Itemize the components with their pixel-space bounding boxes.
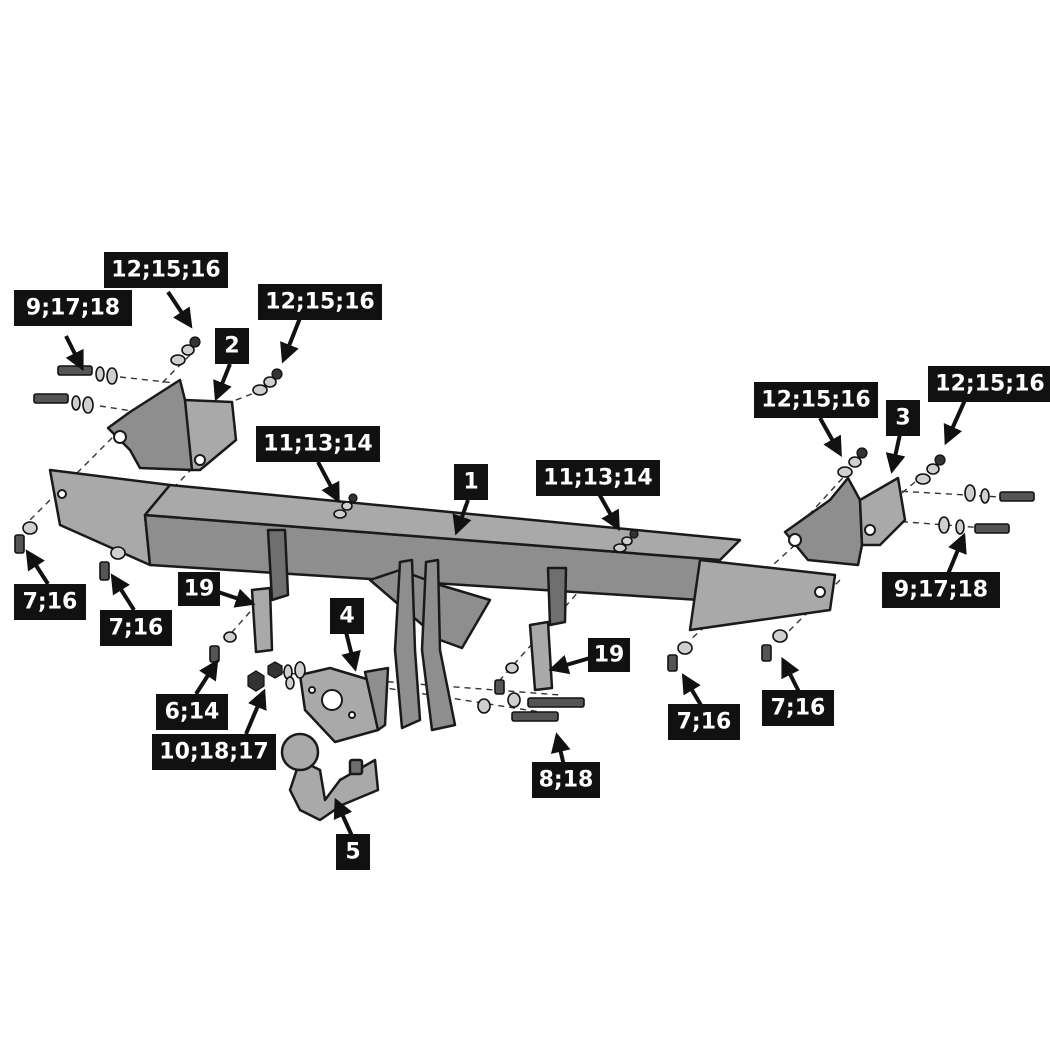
callout-3: 3 (886, 400, 920, 436)
callout-text: 11;13;14 (263, 432, 372, 457)
callout-labels: 12;15;16 9;17;18 12;15;16 2 11;13;14 1 1… (14, 252, 1050, 870)
callout-text: 6;14 (165, 700, 220, 725)
callout-7-16-d: 7;16 (762, 690, 834, 726)
callout-text: 5 (345, 840, 360, 865)
callout-text: 19 (594, 643, 625, 668)
callout-text: 12;15;16 (265, 290, 374, 315)
callout-text: 4 (339, 604, 354, 629)
callout-7-16-b: 7;16 (100, 610, 172, 646)
callout-10-18-17: 10;18;17 (152, 734, 276, 770)
callout-text: 19 (184, 577, 215, 602)
callout-text: 11;13;14 (543, 466, 652, 491)
callout-7-16-a: 7;16 (14, 584, 86, 620)
callout-text: 8;18 (539, 768, 594, 793)
callout-text: 7;16 (109, 616, 164, 641)
callout-text: 12;15;16 (111, 258, 220, 283)
tow-ball-part-5 (280, 732, 380, 822)
left-bracket-part-2 (106, 378, 238, 472)
callout-text: 1 (463, 470, 478, 495)
callout-4: 4 (330, 598, 364, 634)
callout-5: 5 (336, 834, 370, 870)
main-crossbar-part-1 (48, 468, 837, 732)
socket-plate-part-4 (298, 666, 390, 744)
callout-12-15-16-c: 12;15;16 (754, 382, 878, 418)
callout-9-17-18-a: 9;17;18 (14, 290, 132, 326)
callout-text: 12;15;16 (935, 372, 1044, 397)
strap-parts-19 (250, 586, 554, 692)
right-bracket-part-3 (783, 476, 907, 567)
callout-text: 9;17;18 (26, 296, 120, 321)
callout-text: 7;16 (771, 696, 826, 721)
callout-7-16-c: 7;16 (668, 704, 740, 740)
callout-text: 9;17;18 (894, 578, 988, 603)
callout-2: 2 (215, 328, 249, 364)
callout-text: 7;16 (23, 590, 78, 615)
callout-text: 2 (224, 334, 239, 359)
callout-1: 1 (454, 464, 488, 500)
callout-19-a: 19 (178, 572, 220, 606)
callout-12-15-16-d: 12;15;16 (928, 366, 1050, 402)
callout-text: 3 (895, 406, 910, 431)
callout-9-17-18-b: 9;17;18 (882, 572, 1000, 608)
callout-text: 7;16 (677, 710, 732, 735)
callout-12-15-16-b: 12;15;16 (258, 284, 382, 320)
callout-11-13-14-a: 11;13;14 (256, 426, 380, 462)
callout-text: 12;15;16 (761, 388, 870, 413)
callout-text: 10;18;17 (159, 740, 268, 765)
callout-8-18: 8;18 (532, 762, 600, 798)
callout-6-14: 6;14 (156, 694, 228, 730)
leader-arrows (25, 290, 967, 837)
callout-12-15-16-a: 12;15;16 (104, 252, 228, 288)
callout-19-b: 19 (588, 638, 630, 672)
callout-11-13-14-b: 11;13;14 (536, 460, 660, 496)
